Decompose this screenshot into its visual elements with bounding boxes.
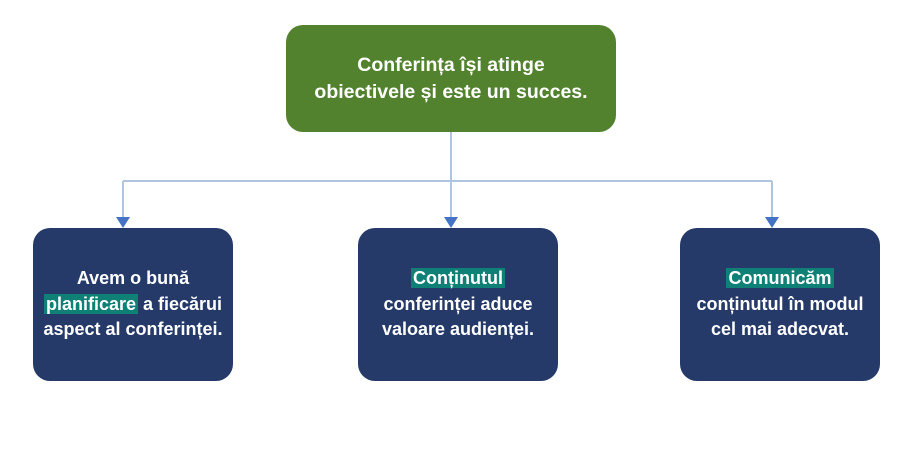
highlight-planificare: planificare	[43, 293, 138, 314]
arrowhead-leaf-1	[116, 217, 130, 228]
highlight-continutul: Conținutul	[411, 268, 505, 289]
arrowhead-leaf-3	[765, 217, 779, 228]
arrowhead-leaf-2	[444, 217, 458, 228]
node-leaf-planificare[interactable]: Avem o bună planificare a fiecărui aspec…	[33, 228, 233, 381]
node-leaf-continutul[interactable]: Conținutul conferinței aduce valoare aud…	[358, 228, 558, 381]
highlight-comunicam: Comunicăm	[726, 268, 834, 289]
node-leaf-1-label: Avem o bună planificare a fiecărui aspec…	[43, 268, 223, 340]
node-leaf-3-label: Comunicăm conținutul în modul cel mai ad…	[696, 268, 864, 340]
node-leaf-2-label: Conținutul conferinței aduce valoare aud…	[381, 268, 535, 340]
node-leaf-comunicam[interactable]: Comunicăm conținutul în modul cel mai ad…	[680, 228, 880, 381]
